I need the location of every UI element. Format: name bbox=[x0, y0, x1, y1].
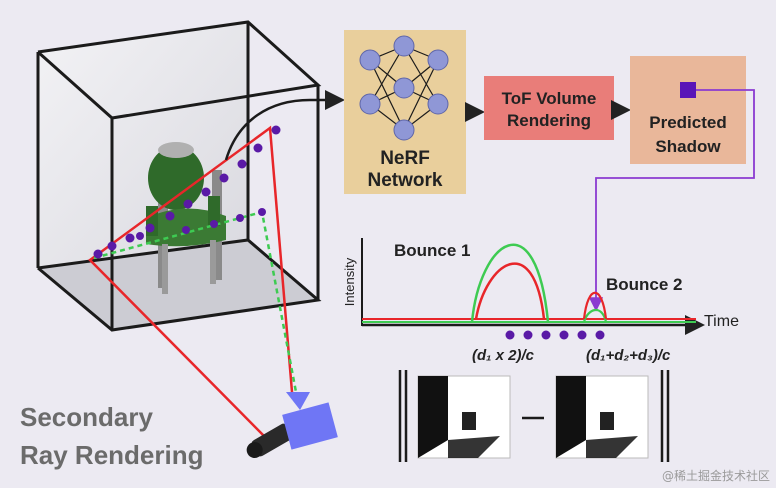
shadow-difference-norm bbox=[398, 370, 670, 462]
predicted-shadow-image bbox=[417, 375, 511, 459]
shadow-label-line1: Predicted bbox=[649, 113, 726, 132]
watermark-text: @稀土掘金技术社区 bbox=[662, 468, 770, 483]
formula-first-bounce: (d₁ x 2)/c bbox=[472, 347, 535, 364]
intensity-plot: Intensity Time Bounce 1 Bounce 2 (d₁ x 2… bbox=[342, 238, 739, 364]
camera-icon bbox=[282, 392, 338, 450]
scene-cube bbox=[36, 20, 322, 332]
y-axis-label: Intensity bbox=[342, 257, 357, 306]
shadow-pixel-icon bbox=[680, 82, 696, 98]
red-ray bbox=[88, 125, 294, 441]
tof-rendering-box: ToF Volume Rendering bbox=[484, 76, 614, 140]
time-sample-dots bbox=[505, 330, 605, 340]
bounce2-red-curve bbox=[582, 291, 608, 320]
section-title-line2: Ray Rendering bbox=[20, 440, 204, 470]
secondary-rays bbox=[88, 90, 345, 441]
nerf-label-line2: Network bbox=[368, 170, 443, 191]
bounce2-green-curve bbox=[582, 308, 608, 323]
x-axis-label: Time bbox=[704, 313, 739, 330]
section-title-line1: Secondary bbox=[20, 402, 153, 432]
bounce1-red-curve bbox=[474, 262, 546, 320]
laser-source bbox=[246, 423, 293, 458]
shadow-label-line2: Shadow bbox=[655, 137, 721, 156]
bounce1-green-curve bbox=[470, 243, 550, 323]
connector-curve bbox=[224, 90, 345, 161]
tof-label-line2: Rendering bbox=[507, 111, 591, 130]
formula-second-bounce: (d₁+d₂+d₃)/c bbox=[586, 347, 671, 364]
nerf-label-line1: NeRF bbox=[380, 148, 430, 169]
tof-label-line1: ToF Volume bbox=[502, 89, 597, 108]
sample-points bbox=[93, 125, 281, 259]
pixel-to-bounce2-connector bbox=[588, 89, 755, 312]
nerf-network-box: NeRF Network bbox=[344, 30, 466, 194]
bounce1-label: Bounce 1 bbox=[394, 241, 471, 260]
bounce2-label: Bounce 2 bbox=[606, 275, 683, 294]
predicted-shadow-box: Predicted Shadow bbox=[630, 56, 746, 164]
ground-truth-shadow-image bbox=[555, 375, 649, 459]
